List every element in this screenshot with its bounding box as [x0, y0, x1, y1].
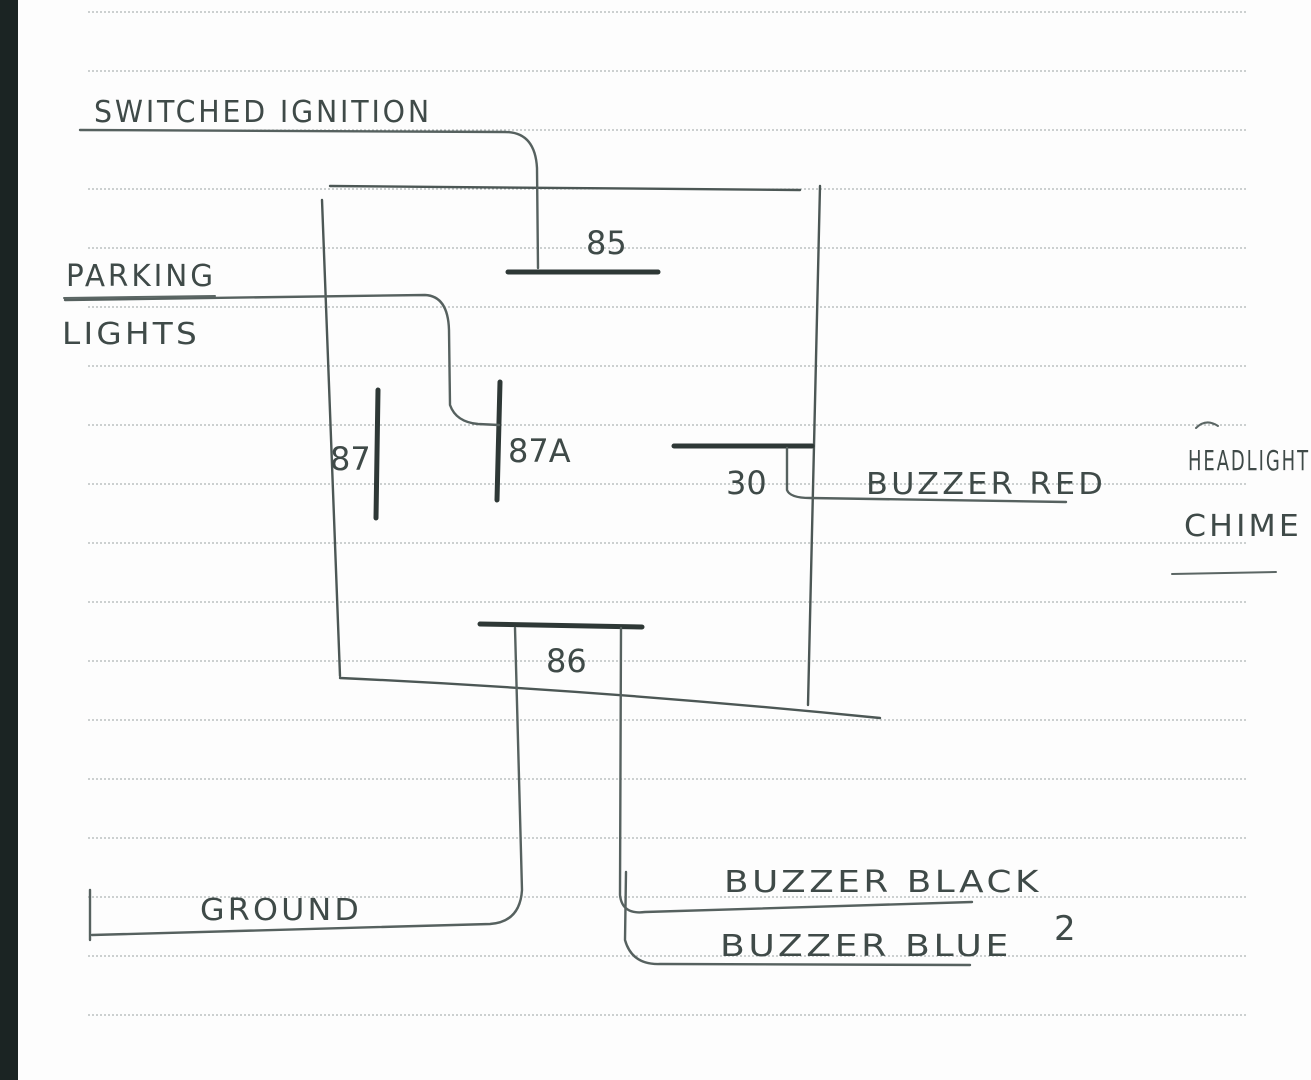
contact-86 [477, 621, 645, 630]
wire-parking-lights [63, 293, 501, 427]
label-parking: PARKING [66, 259, 216, 294]
pin-30: 30 [726, 464, 767, 502]
headlight-mark [1195, 421, 1219, 429]
relay-box [320, 184, 882, 720]
label-switched-ignition: SWITCHED IGNITION [94, 95, 432, 130]
pin-86: 86 [546, 642, 587, 680]
contact-87 [373, 387, 381, 521]
wire-ground [90, 626, 524, 937]
label-lights: LIGHTS [62, 317, 200, 352]
wire-buzzer-blue [623, 870, 972, 967]
pin-87a: 87A [508, 432, 571, 470]
scan-edge [0, 0, 18, 1080]
underline-parking [63, 295, 216, 299]
label-note-2: 2 [1054, 909, 1079, 949]
pin-87: 87 [330, 440, 371, 478]
wire-buzzer-red [785, 446, 1068, 504]
pin-85: 85 [586, 224, 627, 262]
ruled-lines [88, 11, 1246, 1016]
underline-chime [1171, 571, 1277, 575]
label-headlight: HEADLIGHT [1188, 444, 1310, 477]
label-ground: GROUND [200, 893, 362, 928]
label-buzzer-red: BUZZER RED [866, 467, 1106, 502]
label-buzzer-black: BUZZER BLACK [724, 865, 1042, 900]
wire-switched-ignition [78, 128, 540, 270]
label-buzzer-blue: BUZZER BLUE [720, 929, 1012, 964]
label-chime: CHIME [1184, 509, 1302, 544]
wire-buzzer-black [618, 626, 974, 914]
contact-87a [494, 379, 503, 503]
